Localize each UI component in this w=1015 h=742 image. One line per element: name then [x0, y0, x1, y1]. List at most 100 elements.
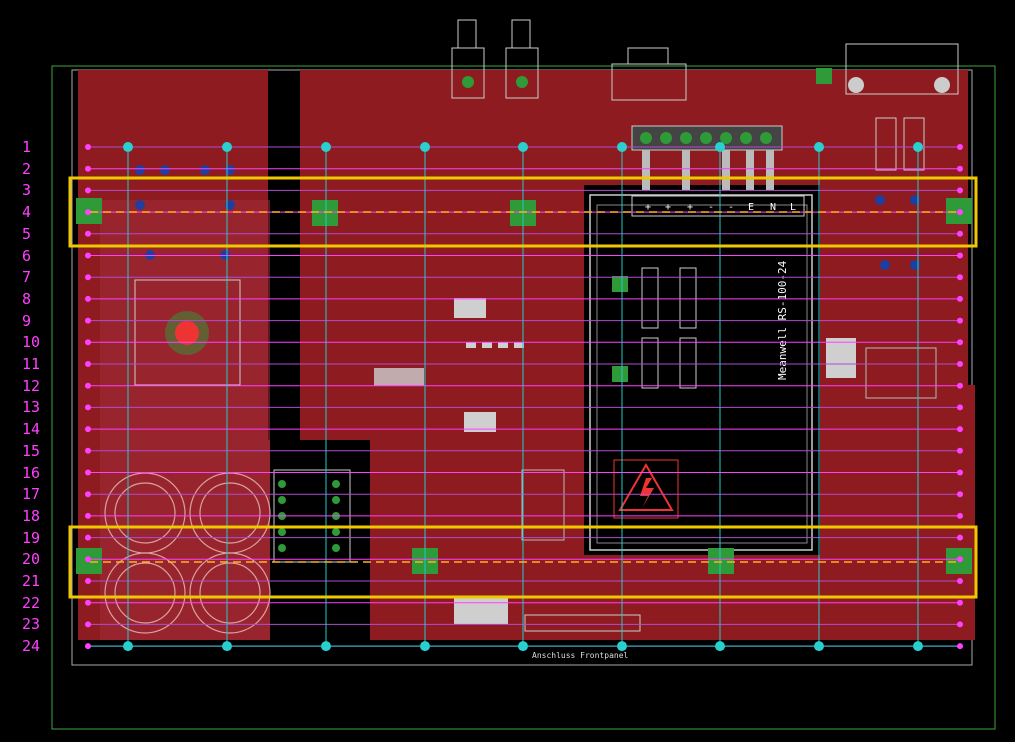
- lightning-icon: [640, 478, 654, 508]
- row-end-marker: [85, 534, 91, 541]
- row-end-marker: [957, 578, 963, 584]
- row-end-marker: [957, 426, 963, 433]
- row-end-marker: [957, 295, 963, 302]
- row-label: 24: [22, 637, 41, 656]
- row-label: 6: [22, 246, 32, 265]
- via-marker[interactable]: [123, 142, 133, 152]
- row-end-marker: [85, 187, 91, 194]
- row-end-marker: [85, 469, 91, 476]
- row-end-marker: [85, 252, 91, 259]
- power-jack-x8[interactable]: [845, 43, 959, 95]
- row-label: 17: [22, 485, 41, 504]
- row-end-marker: [85, 599, 91, 606]
- screw-terminal-x2-x4[interactable]: [631, 125, 783, 190]
- warning-frame: [613, 459, 679, 519]
- via-marker[interactable]: [518, 142, 528, 152]
- row-label: 7: [22, 268, 32, 287]
- row-end-marker: [85, 447, 91, 454]
- regulator-ic3[interactable]: [134, 279, 241, 386]
- frontpanel-label: Anschluss Frontpanel: [532, 651, 629, 660]
- row-end-marker: [957, 556, 963, 563]
- svg-text:N: N: [770, 202, 776, 213]
- row-label: 20: [22, 550, 41, 569]
- fuse-holder-f1[interactable]: [875, 117, 925, 171]
- row-end-marker: [85, 556, 91, 563]
- row-end-marker: [957, 621, 963, 628]
- bnc-connector-1[interactable]: [451, 19, 485, 99]
- row-end-marker: [957, 209, 963, 216]
- via-marker[interactable]: [715, 142, 725, 152]
- row-markers: [85, 144, 963, 650]
- bnc-connector-x15[interactable]: [505, 19, 539, 99]
- row-end-marker: [957, 317, 963, 324]
- via-marker[interactable]: [321, 142, 331, 152]
- via-marker[interactable]: [222, 142, 232, 152]
- row-label: 21: [22, 572, 41, 590]
- row-label: 15: [22, 441, 41, 460]
- row-end-marker: [957, 165, 963, 172]
- row-label: 19: [22, 528, 41, 547]
- row-end-marker: [85, 339, 91, 346]
- psu-header-connectors[interactable]: [641, 267, 697, 389]
- row-end-marker: [957, 230, 963, 237]
- row-end-marker: [957, 382, 963, 389]
- svg-text:+: +: [687, 202, 693, 213]
- via-marker[interactable]: [420, 142, 430, 152]
- row-label: 5: [22, 224, 32, 243]
- row-end-marker: [85, 274, 91, 281]
- svg-text:E: E: [748, 202, 754, 213]
- row-label: 8: [22, 289, 32, 308]
- row-label: 13: [22, 398, 41, 417]
- row-end-marker: [957, 512, 963, 519]
- row-end-marker: [957, 534, 963, 541]
- row-label: 3: [22, 181, 32, 200]
- highlight-band-bottom[interactable]: [68, 525, 978, 599]
- row-end-marker: [957, 252, 963, 259]
- psu-module[interactable]: [589, 194, 813, 551]
- row-end-marker: [85, 621, 91, 628]
- row-end-marker: [957, 339, 963, 346]
- svg-text:-: -: [708, 202, 714, 213]
- lighter-pour-left: [100, 200, 270, 640]
- row-end-marker: [85, 404, 91, 411]
- row-end-marker: [85, 426, 91, 433]
- svg-text:+: +: [665, 202, 671, 213]
- row-end-marker: [85, 317, 91, 324]
- row-end-marker: [85, 382, 91, 389]
- via-marker[interactable]: [913, 142, 923, 152]
- frontpanel-connector[interactable]: [524, 614, 641, 632]
- keepout-left: [268, 125, 300, 440]
- row-end-marker: [957, 361, 963, 367]
- row-label: 16: [22, 463, 41, 482]
- row-end-marker: [957, 643, 963, 650]
- dsub-connector-x12[interactable]: [611, 47, 687, 101]
- row-end-marker: [957, 469, 963, 476]
- via-marker[interactable]: [814, 142, 824, 152]
- hv-warning-icon: [618, 463, 674, 511]
- row-label: 9: [22, 311, 32, 330]
- psu-module-body: [589, 194, 813, 551]
- row-label: 14: [22, 420, 41, 439]
- row-label: 23: [22, 615, 41, 634]
- row-end-marker: [85, 295, 91, 302]
- highlight-band-top[interactable]: [68, 176, 978, 248]
- row-end-marker: [957, 404, 963, 411]
- row-end-marker: [85, 643, 91, 650]
- row-end-marker: [957, 599, 963, 606]
- row-label: 22: [22, 593, 41, 612]
- row-end-marker: [957, 274, 963, 281]
- via-marker[interactable]: [617, 142, 627, 152]
- row-label: 2: [22, 159, 32, 178]
- electrolytic-caps: [104, 472, 271, 634]
- row-end-marker: [85, 144, 91, 150]
- row-end-marker: [85, 165, 91, 172]
- svg-text:-: -: [728, 202, 734, 213]
- row-end-marker: [85, 512, 91, 519]
- row-end-marker: [957, 144, 963, 150]
- row-label: 11: [22, 355, 41, 373]
- row-end-marker: [85, 361, 91, 367]
- row-label: 1: [22, 138, 32, 156]
- svg-text:L: L: [790, 202, 796, 213]
